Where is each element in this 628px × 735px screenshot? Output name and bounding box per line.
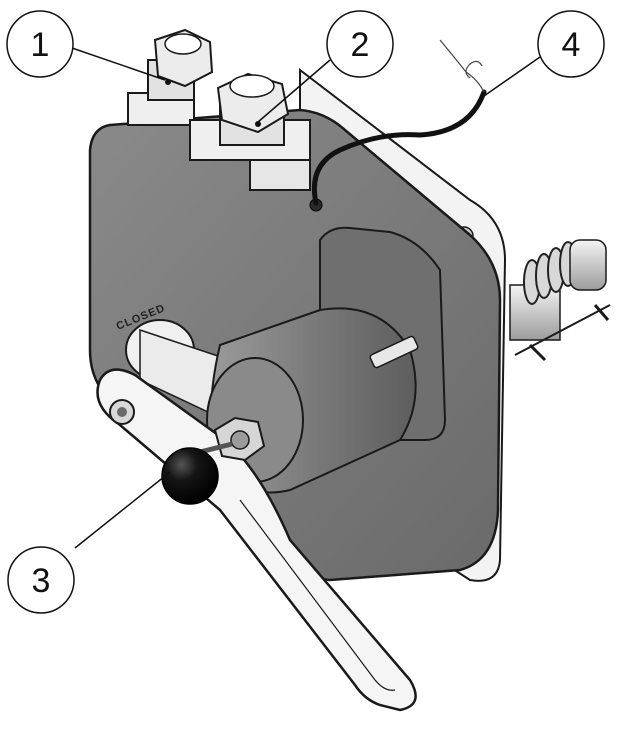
shaft-nut — [199, 416, 266, 462]
shaft-bushing — [125, 319, 231, 422]
callout-1-label: 1 — [31, 26, 50, 64]
callout-3-label: 3 — [32, 562, 51, 600]
callout-4-label: 4 — [562, 26, 581, 64]
handle-knob — [161, 447, 219, 505]
callout-leaders — [71, 47, 541, 549]
callout-3: 3 — [7, 546, 75, 614]
cable-gland-1 — [127, 28, 214, 126]
callout-4: 4 — [537, 10, 605, 78]
signal-wire — [311, 39, 487, 206]
rear-shaft — [509, 239, 611, 362]
locking-pin — [369, 335, 419, 369]
callout-1: 1 — [6, 10, 74, 78]
callout-2-label: 2 — [351, 26, 370, 64]
cable-gland-2 — [189, 72, 311, 191]
callout-2: 2 — [326, 10, 394, 78]
